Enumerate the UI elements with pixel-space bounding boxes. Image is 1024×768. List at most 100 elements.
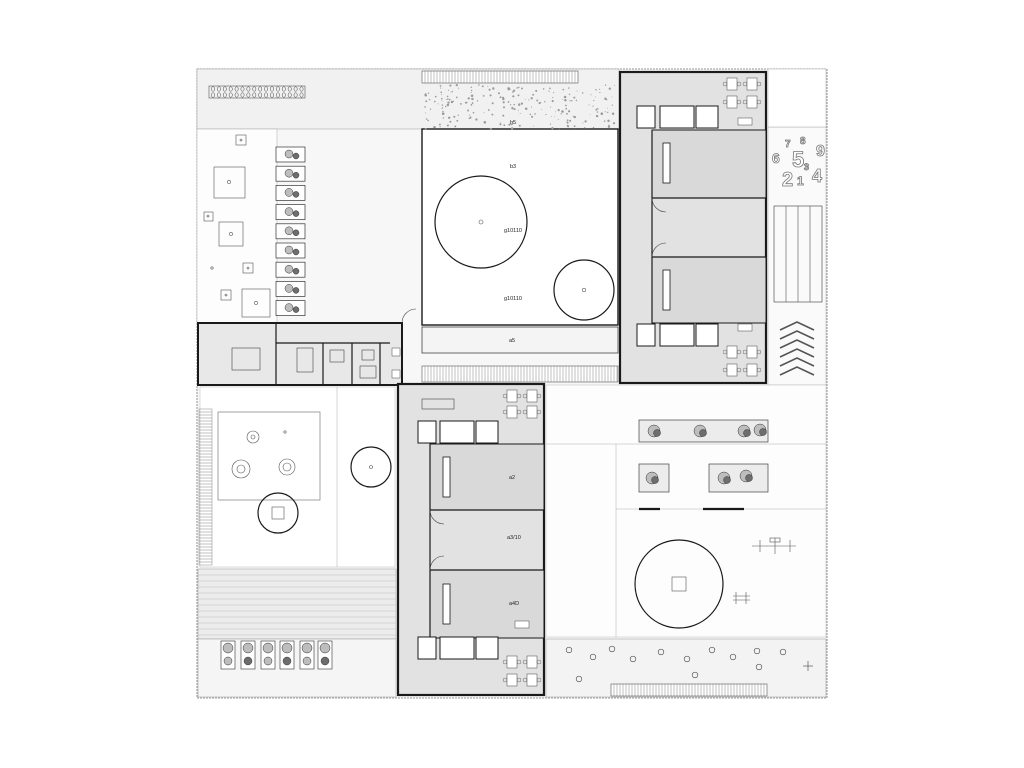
- number-marking: 3: [804, 162, 809, 172]
- label-a3-10: a3/10: [507, 535, 521, 541]
- tree-icon: [653, 429, 661, 437]
- hedge-dot: [440, 87, 442, 89]
- hedge-dot: [531, 115, 534, 118]
- bollard: [629, 655, 637, 663]
- hedge-dot: [592, 105, 594, 107]
- hedge-dot: [487, 85, 489, 87]
- hedge-dot: [568, 87, 570, 89]
- hedge-dot: [512, 89, 516, 92]
- hedge-dot: [448, 98, 451, 101]
- table: [526, 405, 538, 419]
- hedge-dot: [607, 119, 610, 123]
- hedge-dot: [572, 115, 574, 117]
- play-equipment: [733, 537, 796, 604]
- west-garden-squares: [203, 134, 271, 318]
- tree-icon: [651, 476, 659, 484]
- bike-stand: [217, 92, 221, 98]
- table: [506, 673, 518, 687]
- chair: [502, 393, 508, 399]
- hedge-dot: [470, 86, 473, 89]
- hedge-dot: [483, 112, 485, 114]
- hedge-dot: [445, 99, 447, 101]
- hedge-dot: [513, 104, 515, 106]
- chair: [536, 659, 542, 665]
- hedge-dot: [457, 114, 459, 116]
- hedge-dot: [589, 113, 591, 115]
- bike-stand: [240, 86, 245, 92]
- hedge-dot: [595, 114, 599, 118]
- hedge-dot: [593, 99, 595, 102]
- hedge-dot: [549, 123, 552, 125]
- number-marking: 9: [816, 143, 825, 160]
- hedge-dot: [573, 96, 576, 99]
- bike-stand: [270, 92, 274, 98]
- hedge-dot: [454, 125, 457, 128]
- hedge-dot: [545, 113, 547, 116]
- hedge-dot: [611, 104, 613, 106]
- hedge-dot: [466, 102, 468, 104]
- hedge-dot: [425, 118, 428, 120]
- hedge-dot: [607, 125, 611, 128]
- chair: [742, 99, 748, 105]
- hedge-dot: [502, 97, 505, 101]
- tree-icon: [759, 428, 767, 436]
- number-marking: 2: [782, 169, 793, 191]
- bike-stand: [222, 86, 227, 92]
- hedge-dot: [571, 100, 573, 102]
- hedge-dot: [524, 107, 528, 111]
- bike-stand: [246, 86, 251, 92]
- sc-wing-tables: [502, 389, 542, 687]
- hedge-dot: [604, 84, 607, 86]
- hedge-dot: [470, 94, 474, 98]
- hedge-dot: [492, 87, 495, 90]
- hedge-dot: [424, 106, 426, 108]
- label-g10110-b: g10110: [504, 296, 522, 302]
- hedge-dot: [573, 125, 576, 128]
- hedge-dot: [442, 106, 444, 108]
- bike-stand: [276, 92, 280, 98]
- hedge-dot: [566, 121, 569, 124]
- hedge-dot: [608, 87, 611, 90]
- hedge-dot: [560, 113, 562, 115]
- tree-icon: [222, 642, 234, 654]
- table: [746, 77, 758, 91]
- table: [726, 363, 738, 377]
- bike-stand: [299, 92, 304, 98]
- hedge-dot: [574, 129, 576, 131]
- hedge-dot: [449, 84, 452, 87]
- hedge-dot: [441, 104, 444, 106]
- chair: [516, 393, 522, 399]
- hedge-dot: [528, 99, 530, 101]
- hedge-dot: [502, 101, 505, 104]
- hedge-dot: [507, 101, 510, 103]
- chair: [516, 677, 522, 683]
- number-marking: 8: [800, 136, 806, 147]
- hedge-dot: [568, 93, 571, 96]
- hedge-dot: [441, 97, 443, 100]
- tree-icon: [284, 303, 294, 312]
- hedge-dot: [499, 122, 501, 124]
- bike-stand: [264, 86, 268, 92]
- hedge-dot: [535, 89, 538, 92]
- tree-icon: [302, 656, 312, 666]
- chevron: [779, 339, 815, 349]
- hedge-dot: [544, 101, 546, 103]
- bike-stand: [281, 92, 286, 98]
- label-b5: b5: [510, 120, 516, 126]
- hedge-dot: [455, 96, 458, 99]
- hedge-dot: [608, 124, 610, 126]
- hedge-dot: [604, 97, 607, 100]
- hedge-dot: [612, 114, 614, 116]
- hedge-dot: [442, 117, 445, 119]
- chair: [736, 81, 742, 87]
- hedge-dot: [475, 118, 478, 121]
- hedge-dot: [446, 95, 449, 98]
- table: [506, 655, 518, 669]
- ne-wing-partitions: [636, 105, 767, 347]
- hedge-dot: [590, 94, 592, 96]
- bike-stand: [228, 86, 233, 92]
- bollard: [753, 647, 761, 655]
- bollard: [683, 655, 691, 663]
